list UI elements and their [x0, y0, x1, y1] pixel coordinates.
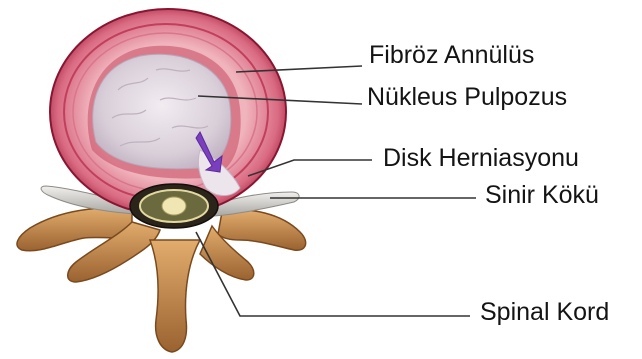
nucleus-pulposus [93, 54, 231, 168]
label-disc-herniation: Disk Herniasyonu [383, 143, 579, 173]
label-spinal-cord: Spinal Kord [480, 297, 609, 327]
label-nucleus-pulposus: Nükleus Pulpozus [367, 82, 567, 112]
vertebra-bone [17, 208, 306, 352]
label-fibrous-annulus: Fibröz Annülüs [369, 40, 534, 70]
spinous-process [150, 240, 200, 352]
spinal-cord-core [162, 197, 186, 215]
label-nerve-root: Sinir Kökü [485, 180, 599, 210]
right-transverse-process [218, 210, 306, 250]
spinal-cord [130, 184, 218, 228]
